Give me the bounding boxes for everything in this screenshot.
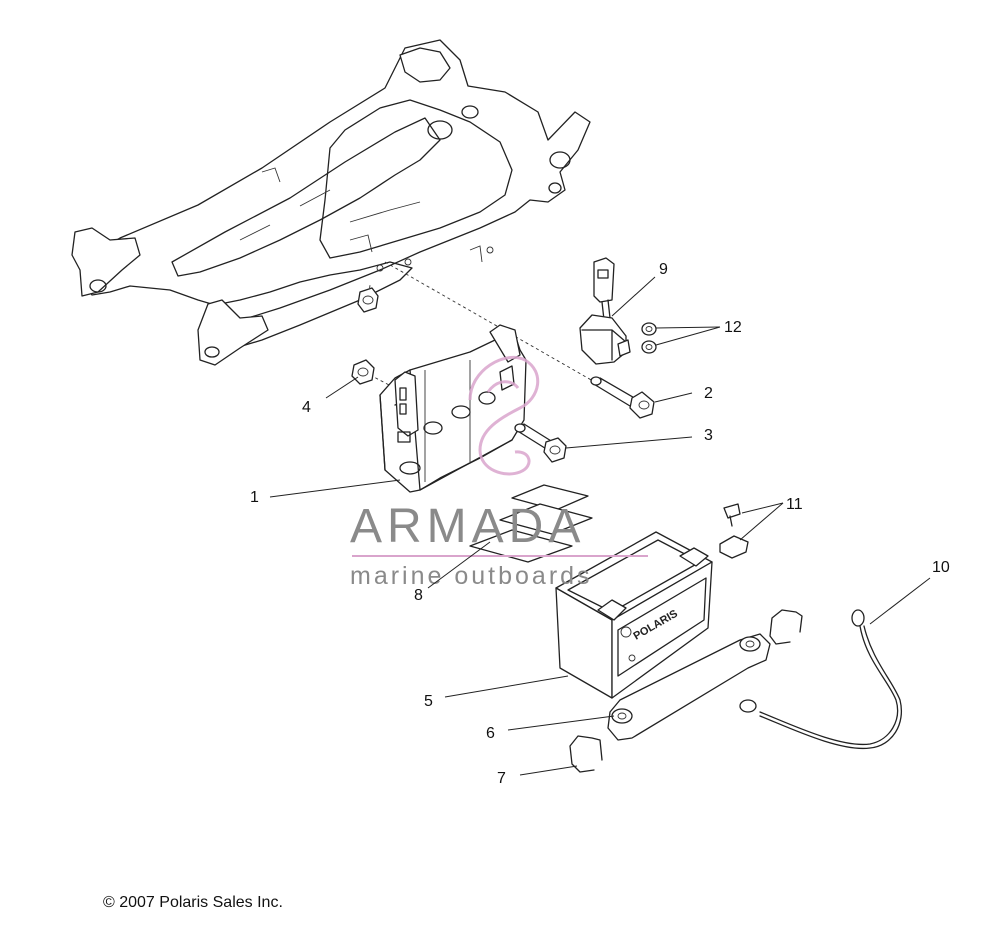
copyright-notice: © 2007 Polaris Sales Inc. [103, 894, 283, 911]
callout-9: 9 [659, 261, 668, 278]
watermark-brand: ARMADA [350, 500, 585, 553]
frame-nut [357, 287, 379, 313]
callout-11: 11 [786, 496, 803, 513]
terminal-hardware [719, 503, 749, 559]
callout-labels: 1 2 3 4 5 6 7 8 9 10 11 12 [250, 261, 950, 787]
battery-bracket [379, 324, 527, 493]
long-bolt [590, 376, 655, 419]
watermark-tagline: marine outboards [350, 562, 593, 590]
frame-part [71, 39, 591, 366]
relay [579, 257, 631, 365]
callout-3: 3 [704, 427, 713, 444]
strap-clips [569, 609, 803, 773]
small-nuts [641, 322, 657, 354]
callout-7: 7 [497, 770, 506, 787]
callout-4: 4 [302, 399, 311, 416]
callout-1: 1 [250, 489, 259, 506]
bolt-with-nut [514, 423, 567, 463]
callout-2: 2 [704, 385, 713, 402]
battery-pads [469, 484, 593, 563]
callout-12: 12 [724, 319, 742, 336]
hex-nut [351, 359, 375, 385]
battery-cable [739, 609, 902, 750]
leader-lines [269, 276, 931, 776]
callout-10: 10 [932, 559, 950, 576]
callout-6: 6 [486, 725, 495, 742]
callout-5: 5 [424, 693, 433, 710]
hold-down-strap [607, 633, 771, 741]
callout-8: 8 [414, 587, 423, 604]
battery: POLARIS [555, 531, 713, 699]
watermark: ARMADA marine outboards [350, 355, 648, 590]
